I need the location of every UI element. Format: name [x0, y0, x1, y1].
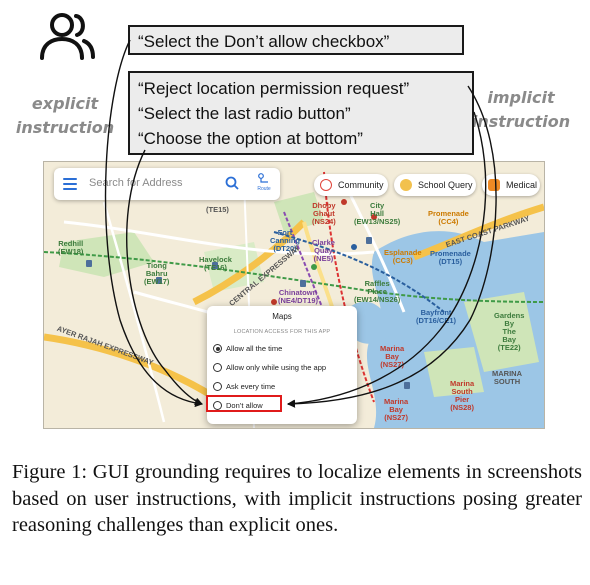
map-place-label: Promenade (DT15)	[430, 249, 471, 266]
chip-label: Medical	[506, 180, 538, 190]
map-place-label: Clarke Quay (NE5)	[312, 238, 335, 263]
map-place-label: Bayfront (DT16/CE1)	[416, 308, 457, 325]
implicit-instruction-label: implicit instruction	[471, 88, 571, 131]
map-place-label: Marina Bay (NS27)	[384, 397, 409, 422]
search-input[interactable]: Search for Address	[89, 177, 183, 189]
dialog-subtitle: LOCATION ACCESS FOR THIS APP	[233, 329, 331, 335]
map-place-label: Dhoby Ghaut (NS24)	[312, 201, 336, 226]
dialog-title: Maps	[272, 312, 292, 321]
map-place-label: Havelock (TE16)	[199, 255, 232, 272]
explicit-instruction-label: explicit instruction	[15, 94, 115, 137]
radio-button[interactable]	[213, 382, 222, 391]
radio-button[interactable]	[213, 401, 222, 410]
map-place-label: Tiong Bahru (EW17)	[144, 261, 170, 286]
search-bar[interactable]: Search for Address Route	[54, 168, 280, 200]
radio-button[interactable]	[213, 363, 222, 372]
map-place-label: Marina Bay (NS27)	[380, 344, 405, 369]
implicit-instruction-text: “Select the last radio button”	[138, 104, 351, 123]
implicit-instruction-box: “Reject location permission request” “Se…	[128, 71, 474, 155]
implicit-instruction-text: “Reject location permission request”	[138, 79, 410, 98]
map-place-label: (TE15)	[206, 205, 229, 214]
map-place-label: MARINA SOUTH	[492, 369, 522, 386]
chip-label: School Query	[418, 180, 473, 190]
chip-school-query[interactable]: School Query	[394, 174, 476, 196]
explicit-instruction-box: “Select the Don’t allow checkbox”	[128, 25, 464, 55]
route-button[interactable]: Route	[253, 172, 275, 196]
radio-label: Don’t allow	[226, 401, 263, 410]
figure-caption: Figure 1: GUI grounding requires to loca…	[12, 461, 582, 536]
route-label: Route	[257, 186, 271, 192]
map-place-label: City Hall (EW13/NS25)	[354, 201, 401, 226]
community-icon	[320, 179, 332, 191]
user-group-icon	[40, 13, 95, 60]
menu-icon[interactable]	[63, 178, 77, 190]
chip-community[interactable]: Community	[314, 174, 388, 196]
radio-label: Ask every time	[226, 382, 276, 391]
implicit-instruction-text: “Choose the option at bottom”	[138, 129, 363, 148]
medical-icon	[488, 179, 500, 191]
map-place-label: Chinatown (NE4/DT19)	[278, 288, 319, 305]
map-place-label: Promenade (CC4)	[428, 209, 469, 226]
map-place-label: Esplanade (CC3)	[384, 248, 422, 265]
explicit-instruction-text: “Select the Don’t allow checkbox”	[138, 32, 390, 51]
route-icon	[258, 173, 268, 183]
chip-medical[interactable]: Medical	[482, 174, 540, 196]
radio-button-checked[interactable]	[213, 344, 222, 353]
school-icon	[400, 179, 412, 191]
map-place-label: Raffles Place (EW14/NS26)	[354, 279, 401, 304]
search-icon[interactable]	[224, 175, 240, 191]
map-place-label: Redhill (EW18)	[58, 239, 84, 256]
map-place-label: Fort Canning (DT20)	[270, 228, 300, 253]
target-highlight-box	[206, 395, 282, 412]
radio-label: Allow all the time	[226, 344, 283, 353]
map-place-label: Gardens By The Bay (TE22)	[494, 311, 525, 352]
map-place-label: Marina South Pier (NS28)	[450, 379, 475, 412]
map-screenshot: Search for Address Route Community Schoo…	[43, 161, 545, 429]
radio-label: Allow only while using the app	[226, 363, 327, 372]
chip-label: Community	[338, 180, 384, 190]
